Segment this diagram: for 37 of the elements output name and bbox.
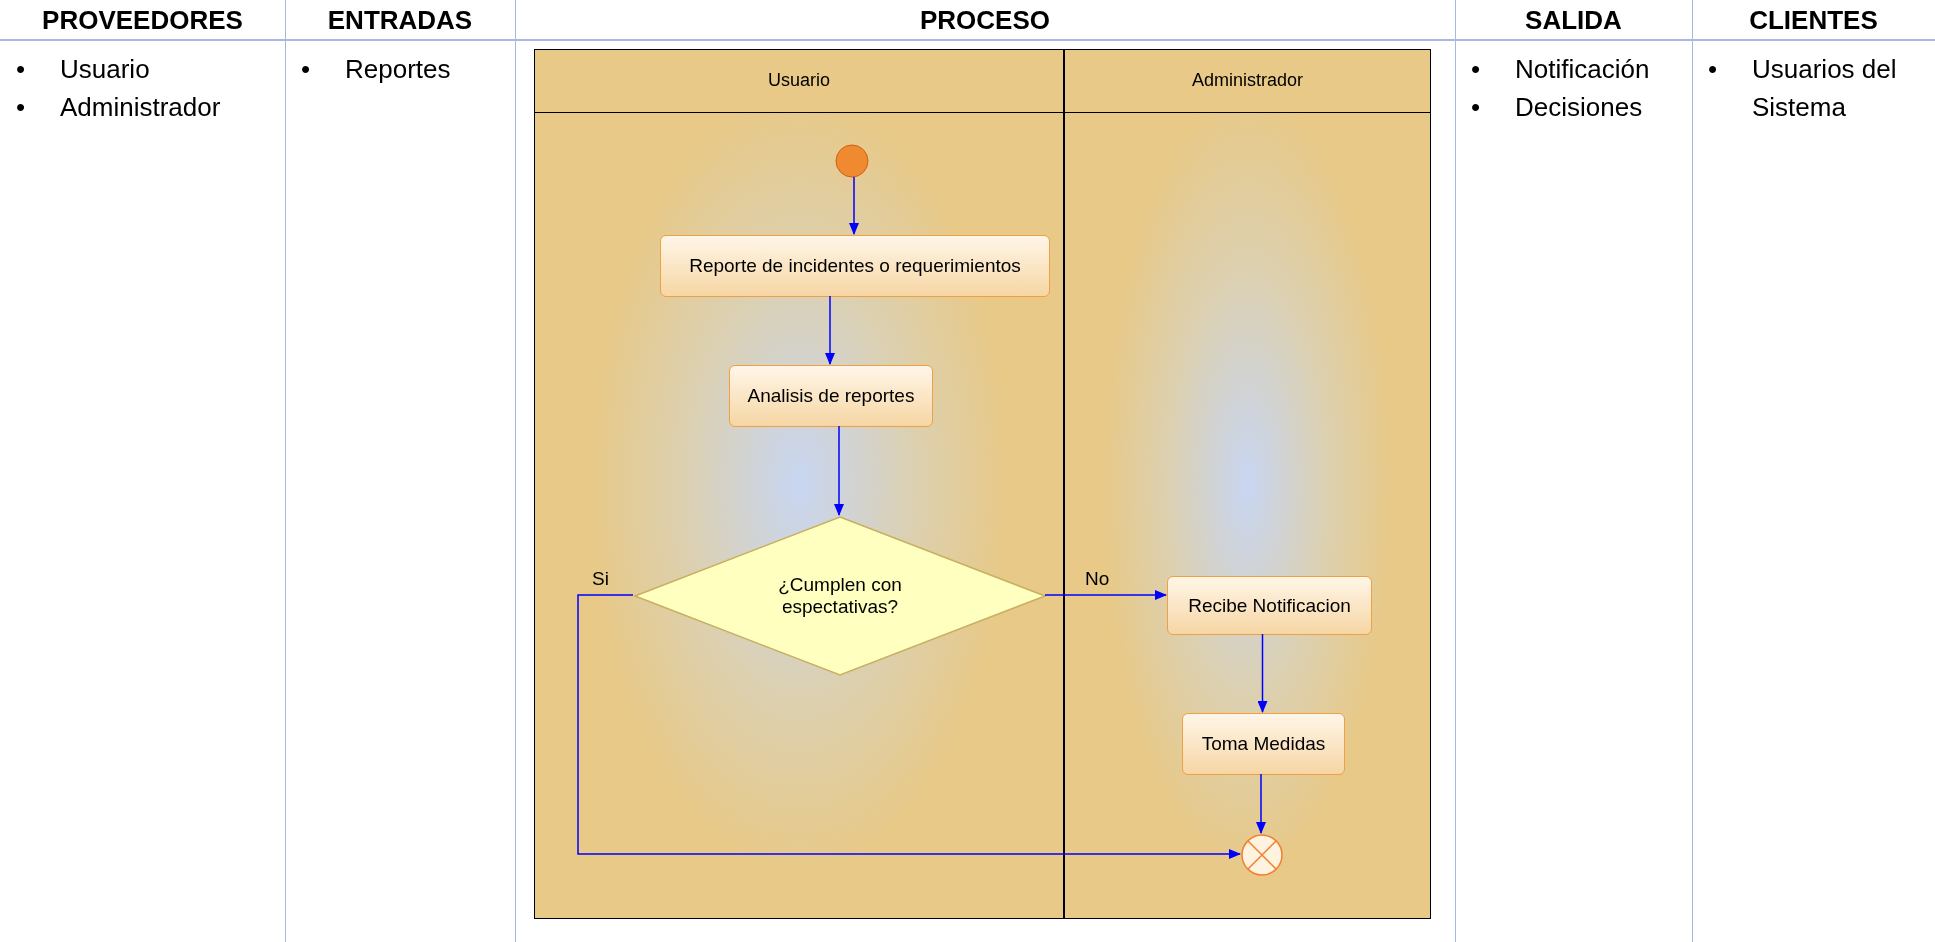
arrow [849, 176, 859, 235]
arrow [1044, 590, 1167, 600]
arrow [1256, 773, 1266, 834]
action-box: Toma Medidas [1182, 713, 1345, 775]
start-node [835, 144, 869, 178]
bullet-marker: • [1471, 91, 1481, 124]
swimlane [534, 49, 1064, 919]
bullet-marker: • [16, 53, 26, 86]
arrow [834, 425, 844, 516]
list-item: Administrador [60, 91, 222, 124]
list-item: Decisiones [1515, 91, 1644, 124]
swimlane [1064, 49, 1431, 919]
column-header: CLIENTES [1692, 0, 1935, 40]
list-item: Reportes [345, 53, 452, 86]
bullet-marker: • [1471, 53, 1481, 86]
bullet-marker: • [16, 91, 26, 124]
bullet-marker: • [301, 53, 311, 86]
lane-title: Administrador [1190, 70, 1304, 91]
end-node [1241, 834, 1283, 876]
column-header: SALIDA [1455, 0, 1692, 40]
decision-diamond: ¿Cumplen con espectativas? [634, 516, 1046, 676]
column-header: PROCESO [515, 0, 1455, 40]
action-box: Reporte de incidentes o requerimientos [660, 235, 1050, 297]
edge-label: No [1085, 568, 1110, 590]
edge-label: Si [592, 568, 609, 590]
list-item: Usuario [60, 53, 151, 86]
arrow [1257, 633, 1268, 713]
column-header: PROVEEDORES [0, 0, 285, 40]
action-box: Analisis de reportes [729, 365, 933, 427]
list-item: Notificación [1515, 53, 1651, 86]
bullet-marker: • [1708, 53, 1718, 86]
arrow [825, 295, 835, 365]
arrow [577, 594, 1241, 859]
lane-title: Usuario [767, 70, 831, 91]
column-header: ENTRADAS [285, 0, 515, 40]
action-box: Recibe Notificacion [1167, 576, 1372, 635]
list-item: Usuarios del Sistema [1752, 53, 1898, 124]
